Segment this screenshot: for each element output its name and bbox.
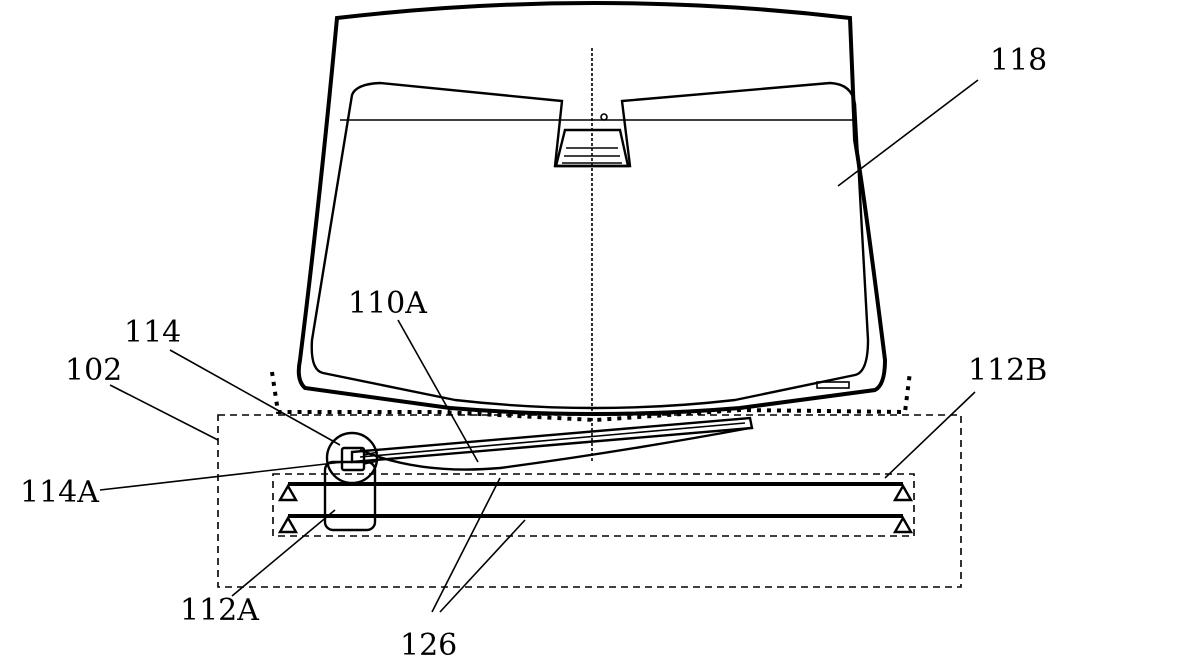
rail-end-triangle — [892, 515, 914, 534]
sensor-pod — [554, 128, 630, 168]
wiper-arm — [350, 416, 754, 464]
leader-126-a — [431, 477, 501, 613]
label-110A: 110A — [348, 286, 427, 321]
leader-102 — [109, 384, 219, 441]
label-112A: 112A — [180, 593, 259, 628]
arm-link — [363, 460, 379, 465]
badge — [816, 381, 850, 389]
label-118: 118 — [990, 43, 1047, 78]
rail-end-triangle — [277, 515, 299, 534]
label-114A: 114A — [20, 475, 99, 510]
leader-126-b — [439, 519, 526, 613]
windshield-inner — [310, 81, 870, 410]
pivot-inner — [340, 446, 366, 472]
label-112B: 112B — [968, 353, 1047, 388]
label-102: 102 — [65, 353, 122, 388]
pivot-circle — [325, 431, 379, 485]
arm-link — [363, 451, 379, 456]
label-126: 126 — [400, 628, 457, 663]
label-114: 114 — [124, 315, 181, 350]
leader-118 — [837, 79, 979, 187]
leader-114 — [169, 349, 341, 446]
housing-box — [217, 414, 962, 588]
rail-end-triangle — [277, 483, 299, 502]
wiped-area-arc — [359, 426, 751, 471]
cowl-dotted-line — [270, 371, 912, 423]
leader-114A — [99, 461, 344, 491]
windshield-outer — [296, 1, 888, 416]
rail-end-triangle — [892, 483, 914, 502]
rail-box — [272, 473, 915, 537]
leader-112B — [884, 391, 976, 479]
leader-110A — [397, 319, 479, 463]
wiper-arm-inner — [359, 422, 746, 458]
sensor-dot — [600, 113, 608, 121]
motor-block — [323, 460, 377, 532]
leader-112A — [231, 509, 336, 597]
